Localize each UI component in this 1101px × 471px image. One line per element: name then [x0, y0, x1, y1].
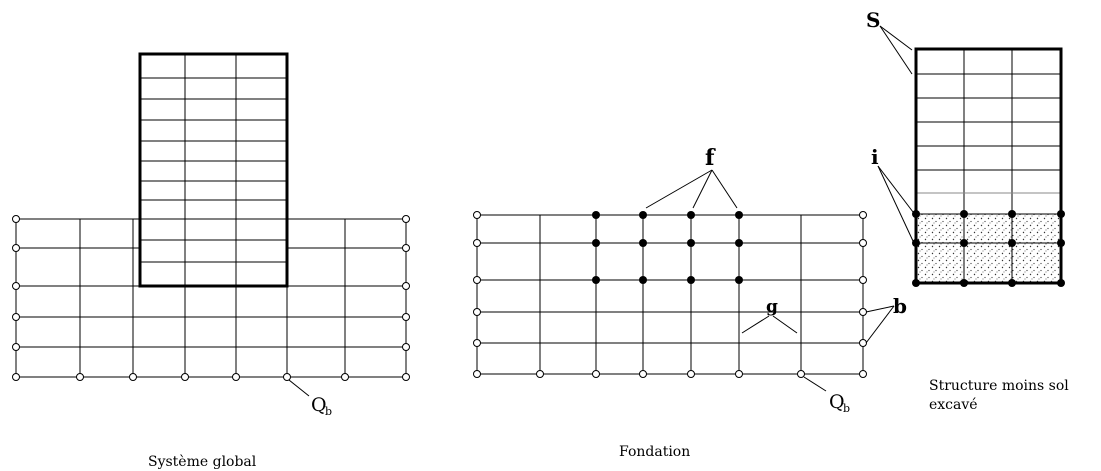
boundary-node	[181, 373, 189, 381]
interface-node	[687, 211, 695, 219]
boundary-node	[232, 373, 240, 381]
boundary-node	[473, 276, 481, 284]
b-leaders	[865, 305, 895, 344]
interface-node	[960, 279, 968, 287]
b-label: b	[893, 294, 907, 318]
boundary-node	[473, 239, 481, 247]
interface-node	[687, 276, 695, 284]
building-global	[138, 52, 289, 288]
interface-node	[912, 210, 920, 218]
boundary-node	[12, 373, 20, 381]
boundary-node	[639, 370, 647, 378]
boundary-node	[12, 215, 20, 223]
boundary-node	[76, 373, 84, 381]
boundary-node	[402, 343, 410, 351]
boundary-node	[859, 276, 867, 284]
interface-node	[1008, 210, 1016, 218]
q-leader-global	[288, 379, 310, 397]
g-leaders	[741, 315, 798, 334]
caption-structure-line1: Structure moins sol	[929, 378, 1069, 394]
interface-node	[592, 211, 600, 219]
interface-node	[735, 211, 743, 219]
boundary-node	[473, 370, 481, 378]
f-label: f	[705, 145, 716, 171]
boundary-node	[12, 244, 20, 252]
g-label: g	[766, 297, 778, 317]
interface-node	[592, 239, 600, 247]
boundary-node	[473, 211, 481, 219]
boundary-node	[283, 373, 291, 381]
interface-node	[960, 210, 968, 218]
panel-foundation: f g Q b Fondation	[473, 145, 867, 460]
boundary-node	[859, 211, 867, 219]
boundary-node	[687, 370, 695, 378]
boundary-node	[341, 373, 349, 381]
boundary-node	[859, 339, 867, 347]
interface-node	[1008, 239, 1016, 247]
interface-node	[592, 276, 600, 284]
q-leader-foundation	[803, 376, 827, 392]
interface-nodes-structure	[912, 210, 1065, 287]
interface-nodes-foundation	[592, 211, 743, 284]
boundary-node	[859, 308, 867, 316]
boundary-node	[12, 343, 20, 351]
excavated-soil-fill	[916, 214, 1061, 283]
interface-node	[1057, 210, 1065, 218]
interface-node	[912, 279, 920, 287]
panel-global-system: Q b Système global	[12, 52, 410, 470]
interface-node	[1057, 279, 1065, 287]
boundary-node	[402, 244, 410, 252]
interface-node	[639, 211, 647, 219]
boundary-node	[592, 370, 600, 378]
interface-node	[639, 276, 647, 284]
interface-node	[735, 239, 743, 247]
boundary-node	[536, 370, 544, 378]
interface-node	[912, 239, 920, 247]
boundary-node	[402, 282, 410, 290]
caption-structure-line2: excavé	[929, 397, 978, 413]
boundary-node	[473, 308, 481, 316]
f-leaders	[645, 169, 738, 209]
boundary-node	[402, 373, 410, 381]
interface-node	[1008, 279, 1016, 287]
boundary-node	[12, 313, 20, 321]
s-leaders	[879, 25, 913, 75]
boundary-node	[129, 373, 137, 381]
s-label: S	[866, 8, 880, 32]
i-label: i	[871, 145, 879, 169]
interface-node	[1057, 239, 1065, 247]
boundary-node	[402, 215, 410, 223]
caption-global-system: Système global	[148, 454, 257, 470]
boundary-node	[859, 239, 867, 247]
q-label-global: Q	[311, 394, 327, 416]
q-subscript-foundation: b	[843, 402, 850, 415]
boundary-node	[735, 370, 743, 378]
q-label-foundation: Q	[829, 391, 845, 413]
boundary-nodes-foundation	[473, 211, 867, 378]
interface-node	[960, 239, 968, 247]
boundary-node	[859, 370, 867, 378]
boundary-node	[12, 282, 20, 290]
boundary-node	[473, 339, 481, 347]
panel-structure: S i b Structure moins sol excavé	[865, 8, 1069, 413]
interface-node	[735, 276, 743, 284]
caption-foundation: Fondation	[619, 444, 690, 460]
boundary-node	[797, 370, 805, 378]
soil-mesh-foundation	[476, 214, 864, 375]
q-subscript-global: b	[325, 405, 332, 418]
boundary-nodes-global	[12, 215, 410, 381]
interface-node	[639, 239, 647, 247]
boundary-node	[402, 313, 410, 321]
interface-node	[687, 239, 695, 247]
i-leaders	[877, 165, 914, 242]
